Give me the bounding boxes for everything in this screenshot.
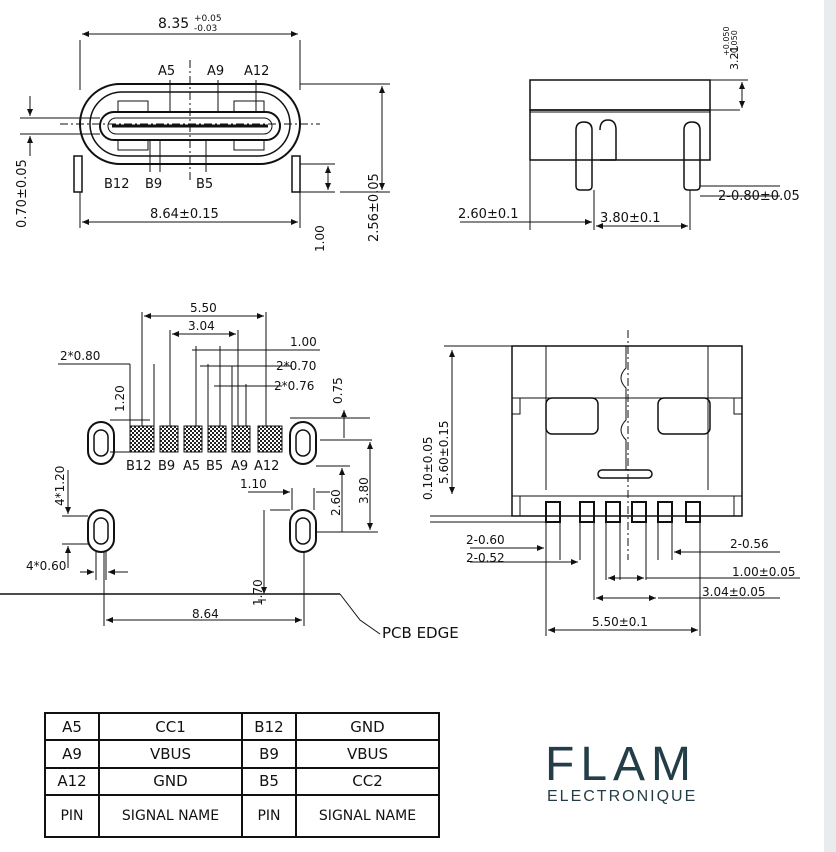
fp-dim-1-00: 1.00	[290, 335, 317, 349]
fp-dim-1-10: 1.10	[240, 477, 267, 491]
fp-pad-label-a9: A9	[231, 459, 248, 474]
pad-b9	[159, 425, 179, 453]
top-dim-2-0-52: 2-0.52	[466, 551, 505, 565]
top-dim-2-0-56: 2-0.56	[730, 537, 769, 551]
table-cell: B5	[241, 766, 297, 797]
front-width-tol-plus: +0.05	[194, 14, 222, 24]
top-dim-0-10: 0.10±0.05	[421, 437, 435, 501]
table-header-cell: PIN	[44, 794, 100, 838]
table-cell: A5	[44, 711, 100, 742]
pin-table: A5 CC1 B12 GND A9 VBUS B9 VBUS A12 GND B…	[44, 711, 440, 838]
side-leg-dim: 2-0.80±0.05	[718, 189, 800, 204]
top-dim-5-60: 5.60±0.15	[437, 421, 451, 485]
table-header-cell: PIN	[241, 794, 297, 838]
footprint-pads	[129, 425, 283, 453]
table-header-cell: SIGNAL NAME	[98, 794, 243, 838]
pad-a5	[183, 425, 203, 453]
fp-dim-1-20: 1.20	[113, 385, 127, 412]
table-cell: GND	[295, 711, 440, 742]
fp-dim-0-75: 0.75	[331, 377, 345, 404]
fp-pad-label-b5: B5	[206, 459, 223, 474]
fp-pad-label-a12: A12	[254, 459, 279, 474]
top-dim-5-50: 5.50±0.1	[592, 615, 648, 629]
fp-dim-1-70: 1.70	[251, 579, 265, 606]
front-pin-b5: B5	[196, 177, 213, 192]
side-pitch-dim: 3.80±0.1	[600, 211, 661, 226]
fp-width-dim: 8.64	[192, 607, 219, 621]
fp-dim-5-50: 5.50	[190, 301, 217, 315]
top-view	[430, 330, 800, 636]
pad-b5	[207, 425, 227, 453]
pad-a9	[231, 425, 251, 453]
side-top-tol-minus: -0.050	[730, 30, 739, 56]
pad-a12	[257, 425, 283, 453]
pad-b12	[129, 425, 155, 453]
fp-pad-label-a5: A5	[183, 459, 200, 474]
table-header-cell: SIGNAL NAME	[295, 794, 440, 838]
footprint-view	[0, 312, 381, 635]
flam-logo: FLAM ELECTRONIQUE	[545, 738, 745, 806]
top-dim-3-04: 3.04±0.05	[702, 585, 766, 599]
side-base-dim: 2.60±0.1	[458, 207, 519, 222]
table-cell: CC1	[98, 711, 243, 742]
table-row: A9 VBUS B9 VBUS	[44, 739, 440, 769]
side-top-dim: 3.21	[728, 46, 741, 71]
side-top-tol-plus: +0.050	[722, 26, 731, 56]
front-pin-a9: A9	[207, 64, 224, 79]
table-cell: A12	[44, 766, 100, 797]
front-pin-b9: B9	[145, 177, 162, 192]
logo-main-text: FLAM	[545, 738, 698, 791]
table-cell: GND	[98, 766, 243, 797]
table-cell: B9	[241, 739, 297, 769]
fp-dim-4x0-60: 4*0.60	[26, 559, 66, 573]
table-cell: B12	[241, 711, 297, 742]
front-width-dim: 8.35	[158, 16, 189, 32]
fp-dim-3-04: 3.04	[188, 319, 215, 333]
table-cell: VBUS	[98, 739, 243, 769]
fp-dim-2x0-80: 2*0.80	[60, 349, 100, 363]
top-dim-2-0-60: 2-0.60	[466, 533, 505, 547]
table-row: A12 GND B5 CC2	[44, 766, 440, 797]
front-view	[20, 31, 390, 228]
front-pin-a12: A12	[244, 64, 269, 79]
front-body-dim: 8.64±0.15	[150, 207, 219, 222]
front-pin-b12: B12	[104, 177, 129, 192]
table-row: A5 CC1 B12 GND	[44, 711, 440, 742]
fp-dim-3-80: 3.80	[357, 477, 371, 504]
table-cell: CC2	[295, 766, 440, 797]
fp-dim-2x0-76: 2*0.76	[274, 379, 314, 393]
front-width-tol-minus: -0.03	[194, 24, 217, 34]
front-pin-a5: A5	[158, 64, 175, 79]
table-header-row: PIN SIGNAL NAME PIN SIGNAL NAME	[44, 794, 440, 838]
fp-pad-label-b9: B9	[158, 459, 175, 474]
fp-dim-2x0-70: 2*0.70	[276, 359, 316, 373]
side-view	[460, 79, 780, 230]
front-pin-height-dim: 0.70±0.05	[15, 159, 30, 228]
logo-sub-text: ELECTRONIQUE	[547, 788, 698, 805]
fp-pad-label-b12: B12	[126, 459, 151, 474]
right-edge-strip	[824, 0, 836, 852]
table-cell: VBUS	[295, 739, 440, 769]
front-leg-dim: 1.00	[313, 225, 327, 252]
front-height-dim: 2.56±0.05	[367, 173, 382, 242]
top-dim-1-00: 1.00±0.05	[732, 565, 796, 579]
table-cell: A9	[44, 739, 100, 769]
pcb-edge-label: PCB EDGE	[382, 624, 459, 642]
fp-dim-2-60: 2.60	[329, 489, 343, 516]
fp-dim-4x1-20: 4*1.20	[53, 466, 67, 506]
